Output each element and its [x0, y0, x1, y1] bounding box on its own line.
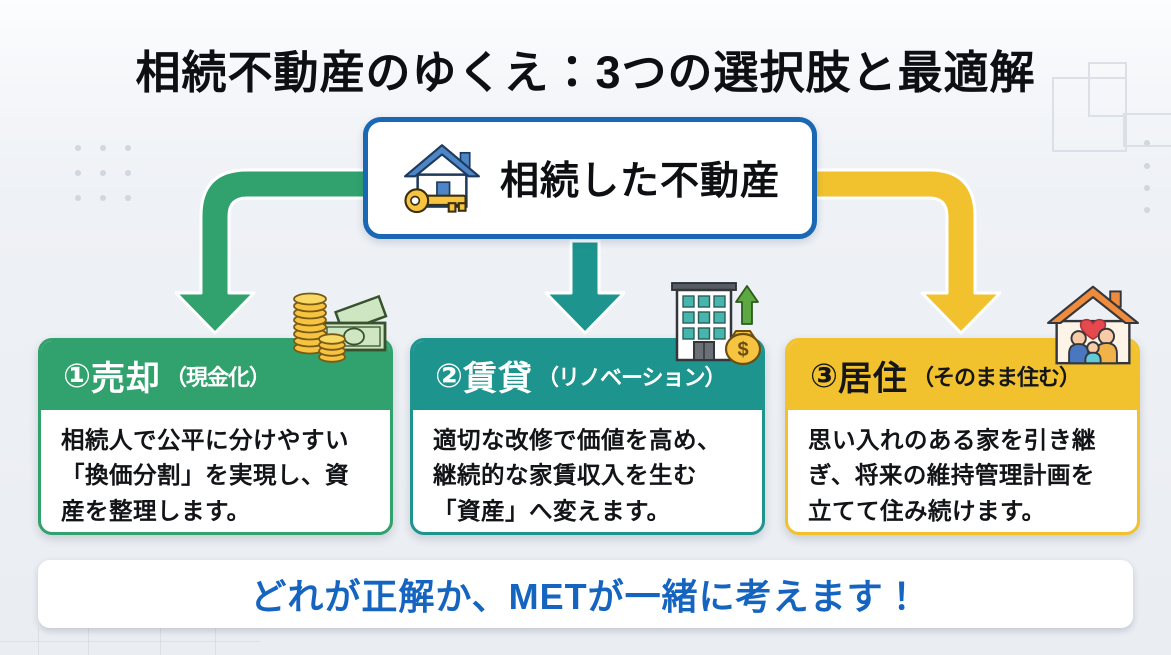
option-title: 居住 — [837, 360, 908, 398]
decor-dot-column-right — [1144, 140, 1154, 215]
arrow-to-live — [810, 168, 1002, 335]
arrow-to-sale — [174, 168, 370, 335]
option-number: ③ — [810, 357, 838, 394]
coin-stack-large — [293, 292, 327, 355]
option-subtitle: （リノベーション） — [536, 364, 727, 390]
option-title: 売却 — [90, 360, 161, 398]
money-bag-icon: $ — [724, 330, 762, 366]
option-title: 賃貸 — [462, 360, 533, 398]
page-title: 相続不動産のゆくえ：3つの選択肢と最適解 — [135, 47, 1036, 98]
option-number: ① — [63, 357, 91, 394]
decor-grid-line — [0, 641, 260, 642]
option-subtitle: （現金化） — [164, 364, 271, 390]
option-subtitle: （そのまま住む） — [911, 364, 1081, 390]
option-number: ② — [435, 357, 463, 394]
building-windows — [682, 295, 726, 340]
decor-dot-grid-left — [75, 145, 145, 215]
decor-square-small — [1088, 62, 1127, 117]
option-description: 思い入れのある家を引き継ぎ、将来の維持管理計画を立てて住み続けます。 — [808, 427, 1096, 524]
family-home-icon — [1046, 285, 1140, 365]
key-icon — [404, 188, 467, 214]
house-key-icon — [403, 144, 480, 214]
decor-square-edge — [1123, 113, 1171, 147]
svg-text:$: $ — [737, 339, 748, 361]
coins-banknotes-icon — [293, 292, 388, 363]
building-income-icon: $ — [671, 282, 762, 366]
option-description: 相続人で公平に分けやすい「換価分割」を実現し、資産を整理します。 — [61, 427, 349, 524]
growth-arrow-icon — [735, 285, 759, 325]
inherited-property-box: 相続した不動産 — [363, 117, 817, 239]
family-figures — [1068, 327, 1118, 365]
option-description: 適切な改修で価値を高め、継続的な家賃収入を生む「資産」へ変えます。 — [433, 427, 721, 524]
arrow-to-rent — [544, 239, 626, 335]
footer-message: どれが正解か、METが一緒に考えます！ — [250, 576, 921, 617]
coin-stack-small — [318, 333, 346, 363]
footer-banner: どれが正解か、METが一緒に考えます！ — [38, 560, 1133, 628]
source-box-label: 相続した不動産 — [499, 160, 780, 203]
